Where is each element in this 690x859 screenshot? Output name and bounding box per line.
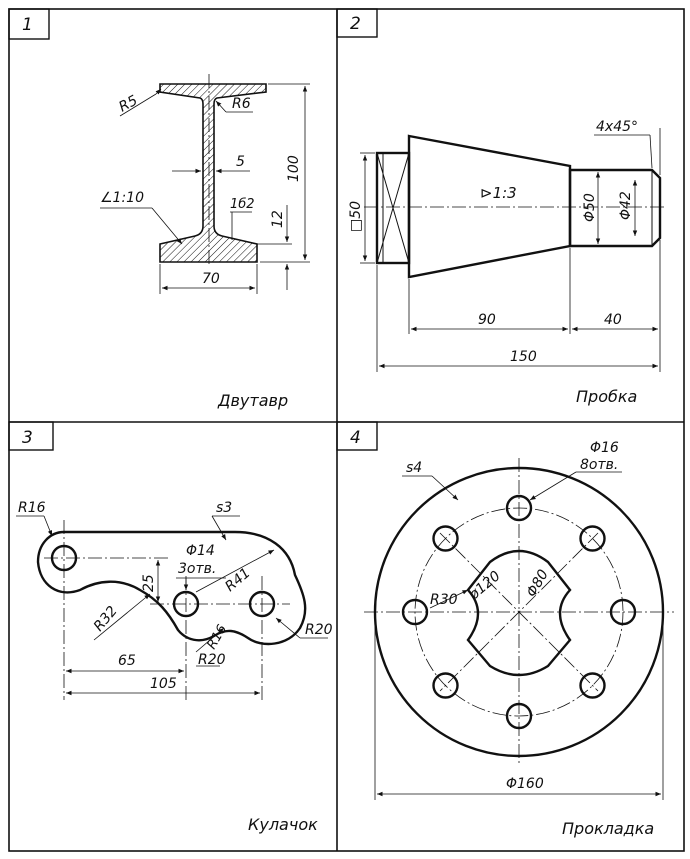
gasket-hole-count: 8отв. xyxy=(580,457,618,473)
dim-chamfer: 4x45° xyxy=(596,119,638,135)
panel-2-title: Пробка xyxy=(576,387,637,406)
panel-3-title: Кулачок xyxy=(248,815,318,834)
dim-width: 70 xyxy=(202,271,220,287)
panel-4-title: Прокладка xyxy=(562,819,654,838)
dim-r30: R30 xyxy=(430,592,458,608)
dim-l150: 150 xyxy=(510,349,537,365)
dim-tip: 1б2 xyxy=(230,197,255,212)
dim-r5: R5 xyxy=(116,93,140,116)
panel-2-number: 2 xyxy=(350,14,361,34)
dim-r16b: R16 xyxy=(204,622,230,652)
panel-1: 1 100 12 70 5 1б2 R5 R6 xyxy=(8,8,310,410)
dim-r20a: R20 xyxy=(198,652,226,668)
gasket-inner-opening xyxy=(466,549,572,677)
dim-r32: R32 xyxy=(91,603,121,634)
gasket-holes xyxy=(401,494,637,730)
dim-l65: 65 xyxy=(118,653,136,669)
dim-r6: R6 xyxy=(232,96,251,112)
panel-1-number: 1 xyxy=(22,15,33,35)
dim-r41: R41 xyxy=(222,565,253,595)
dim-d160: Φ160 xyxy=(506,776,544,792)
panel-1-title: Двутавр xyxy=(217,391,288,410)
gasket-thickness: s4 xyxy=(406,460,422,476)
dim-l105: 105 xyxy=(150,676,177,692)
sheet-frame xyxy=(8,8,685,852)
dim-height: 100 xyxy=(286,155,302,182)
cam-hole-diameter: Φ14 xyxy=(186,543,215,559)
dim-d120: ø120 xyxy=(466,568,504,604)
dim-l40: 40 xyxy=(604,312,622,328)
i-beam-section xyxy=(159,83,267,263)
dim-slope: ∠1:10 xyxy=(100,190,144,206)
panel-2-number-box xyxy=(336,8,378,38)
dim-r20b: R20 xyxy=(305,622,333,638)
dim-flange-thickness: 12 xyxy=(270,210,286,228)
panel-3: 3 R16 s3 Φ14 3отв. 25 R41 R32 xyxy=(8,421,333,834)
panel-1-number-box xyxy=(8,8,50,40)
dim-l90: 90 xyxy=(478,312,496,328)
cam-thickness: s3 xyxy=(216,500,232,516)
panel-3-number-box xyxy=(8,421,54,451)
panel-2: 2 □50 ⊳1:3 Φ50 Φ42 4x45° xyxy=(336,8,666,406)
dim-web-thickness: 5 xyxy=(236,154,245,170)
dim-h25: 25 xyxy=(141,574,157,592)
panel-4: 4 s4 Φ16 8отв. R30 xyxy=(336,421,674,838)
dim-taper: ⊳1:3 xyxy=(480,184,517,202)
gasket-hole-diameter: Φ16 xyxy=(590,440,619,456)
dim-square: □50 xyxy=(348,201,364,232)
panel-3-number: 3 xyxy=(22,428,33,448)
panel-4-number-box xyxy=(336,421,378,451)
dim-d50: Φ50 xyxy=(582,193,598,222)
cam-outline xyxy=(36,530,307,646)
dim-r16: R16 xyxy=(18,500,46,516)
dim-d42: Φ42 xyxy=(618,191,634,220)
panel-4-number: 4 xyxy=(350,428,361,448)
cam-hole-count: 3отв. xyxy=(178,561,216,577)
